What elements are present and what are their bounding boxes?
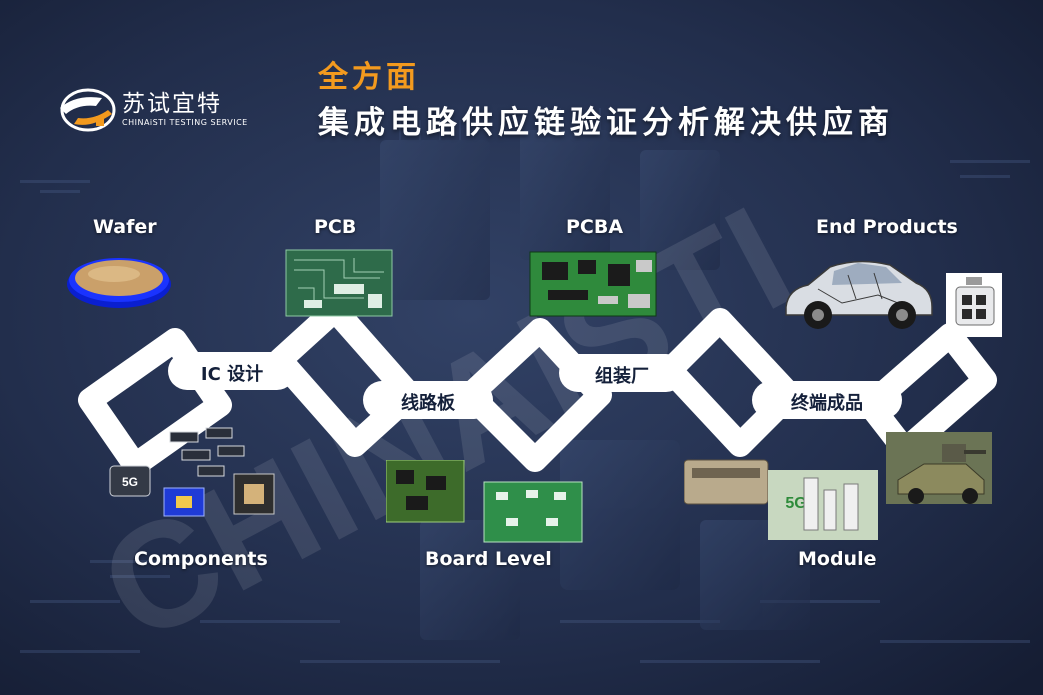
stage-label-end-products: End Products (816, 216, 958, 238)
chain-label-circuit-board: 线路板 (401, 393, 455, 414)
brand-name-cn: 苏试宜特 (122, 91, 222, 117)
chain-pill-2 (363, 381, 493, 419)
brand-name-en: CHINAiSTI TESTING SERVICE (122, 118, 248, 127)
chain-link-1 (78, 328, 232, 477)
headline-top: 全方面 (318, 60, 420, 95)
stage-label-board-level: Board Level (425, 548, 552, 570)
chain-link-3 (458, 318, 612, 472)
chain-label-assembly: 组装厂 (595, 366, 649, 387)
car-icon (785, 260, 933, 329)
pcba-icon (529, 251, 657, 317)
headline-main: 集成电路供应链验证分析解决供应商 (318, 105, 894, 141)
chain-label-ic-design: IC 设计 (200, 364, 264, 385)
chain-pill-3 (559, 354, 685, 392)
svg-text:5G: 5G (785, 495, 806, 512)
stage-label-pcb: PCB (314, 216, 357, 238)
chain-label-final-product: 终端成品 (791, 393, 863, 414)
logo-mark-icon (60, 88, 116, 132)
pcb-icon (285, 249, 393, 317)
module-unit-icon (946, 273, 1002, 337)
stage-label-components: Components (134, 548, 268, 570)
components-icon: 5G (109, 427, 275, 517)
chain-pill-1 (168, 352, 296, 390)
chain-link-2 (268, 298, 422, 457)
stage-label-wafer: Wafer (93, 216, 157, 238)
stage-label-module: Module (798, 548, 877, 570)
chain-pill-4 (752, 381, 902, 419)
stage-label-pcba: PCBA (566, 216, 624, 238)
board-level-icon (386, 460, 583, 543)
module-icon: 5G (684, 432, 992, 540)
svg-text:5G: 5G (122, 475, 138, 489)
wafer-icon (67, 258, 171, 308)
